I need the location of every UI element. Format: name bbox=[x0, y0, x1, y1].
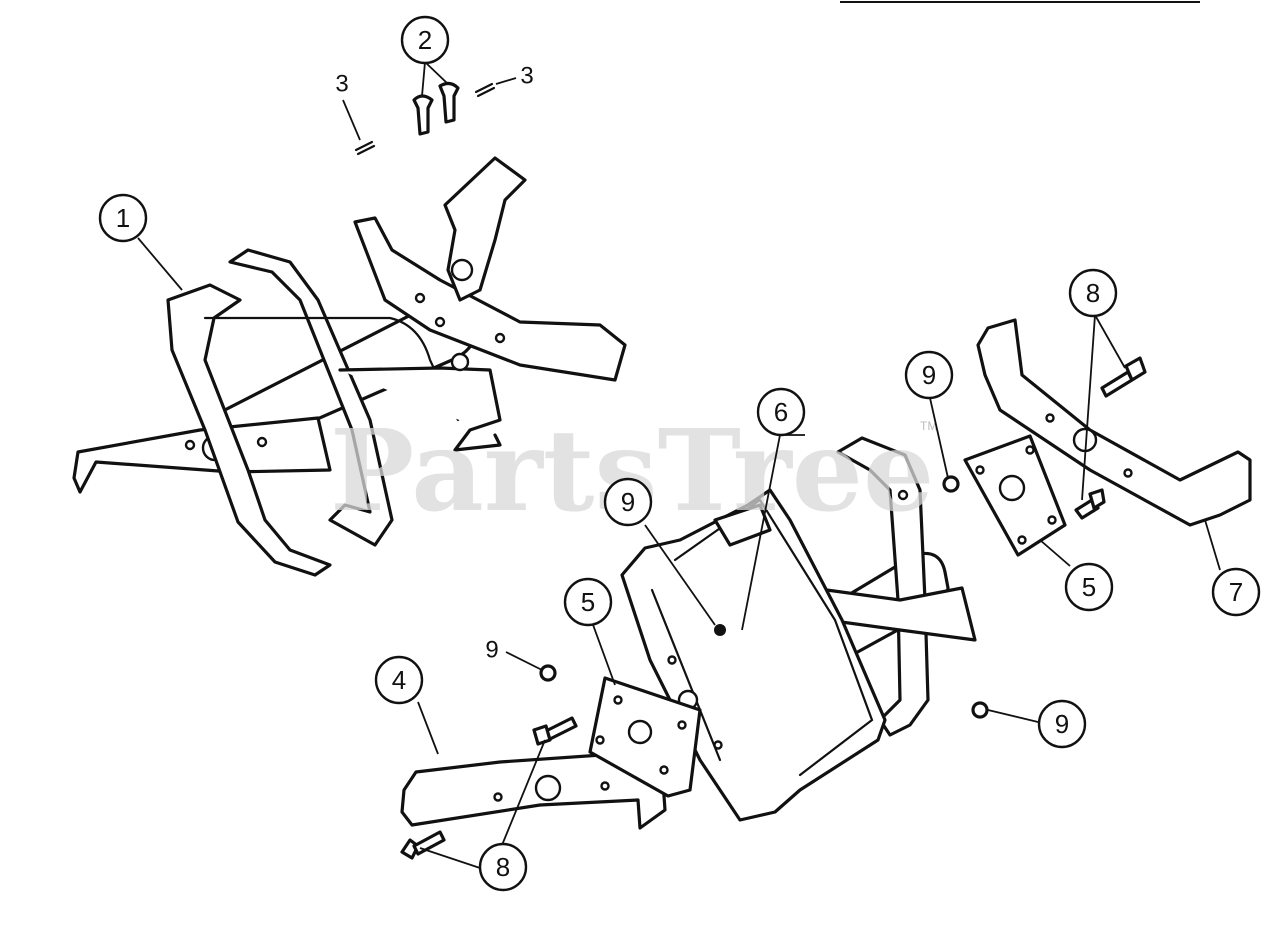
callout-9d: 9 bbox=[1037, 699, 1087, 749]
svg-text:6: 6 bbox=[774, 397, 788, 427]
tine-part-7[interactable] bbox=[976, 318, 1252, 527]
svg-text:2: 2 bbox=[418, 25, 432, 55]
callout-3b: 3 bbox=[520, 63, 533, 90]
svg-text:9: 9 bbox=[922, 360, 936, 390]
svg-text:4: 4 bbox=[392, 665, 406, 695]
svg-text:9: 9 bbox=[621, 487, 635, 517]
callout-5a: 5 bbox=[563, 577, 613, 627]
hairpin-clip-part-3a[interactable] bbox=[354, 140, 376, 156]
svg-text:5: 5 bbox=[581, 587, 595, 617]
bolt-part-8a[interactable] bbox=[1100, 356, 1147, 398]
watermark-trademark: TM bbox=[920, 419, 937, 433]
mounting-plate-part-5b[interactable] bbox=[963, 434, 1067, 557]
hairpin-clip-part-3b[interactable] bbox=[474, 82, 496, 98]
svg-text:9: 9 bbox=[1055, 709, 1069, 739]
callout-1: 1 bbox=[98, 193, 148, 243]
leader-lines bbox=[137, 61, 1221, 869]
svg-text:5: 5 bbox=[1082, 572, 1096, 602]
callout-6: 6 bbox=[756, 387, 806, 437]
svg-text:9: 9 bbox=[485, 637, 498, 664]
svg-text:3: 3 bbox=[335, 71, 348, 98]
nut-part-9a[interactable] bbox=[942, 475, 960, 493]
svg-text:8: 8 bbox=[1086, 278, 1100, 308]
nut-part-9c[interactable] bbox=[539, 664, 557, 682]
bolt-part-8b[interactable] bbox=[1074, 488, 1106, 520]
clevis-pins-part-2[interactable] bbox=[412, 81, 460, 136]
callout-4: 4 bbox=[374, 655, 424, 705]
callout-9a: 9 bbox=[904, 350, 954, 400]
tine-assembly-part-6[interactable] bbox=[620, 436, 977, 822]
callout-8a: 8 bbox=[1068, 268, 1118, 318]
callout-2: 2 bbox=[400, 15, 450, 65]
callout-5b: 5 bbox=[1064, 562, 1114, 612]
callout-7: 7 bbox=[1211, 567, 1261, 617]
tine-part-4[interactable] bbox=[400, 750, 667, 830]
svg-text:3: 3 bbox=[520, 63, 533, 90]
callout-9b: 9 bbox=[603, 477, 653, 527]
callout-9c: 9 bbox=[485, 637, 498, 664]
svg-text:7: 7 bbox=[1229, 577, 1243, 607]
callout-8b: 8 bbox=[478, 842, 528, 892]
nut-part-9d[interactable] bbox=[971, 701, 989, 719]
mounting-plate-part-5a[interactable] bbox=[588, 676, 702, 798]
svg-text:1: 1 bbox=[116, 203, 130, 233]
callout-3a: 3 bbox=[335, 71, 348, 98]
svg-text:8: 8 bbox=[496, 852, 510, 882]
tine-assembly-part-1[interactable] bbox=[72, 156, 627, 577]
bolt-part-8c[interactable] bbox=[532, 716, 578, 746]
